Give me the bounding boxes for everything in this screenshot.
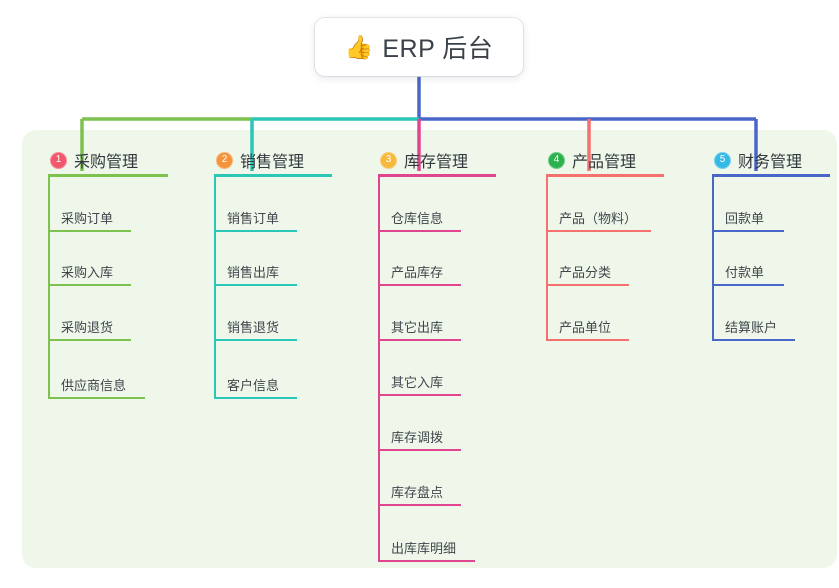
module-item-label: 结算账户 bbox=[725, 320, 778, 335]
module-item[interactable]: 回款单 bbox=[694, 208, 784, 232]
module-item-underline bbox=[378, 394, 461, 396]
module-item[interactable]: 采购退货 bbox=[30, 317, 131, 341]
module-item-underline bbox=[712, 230, 784, 232]
module-header-3[interactable]: 3 库存管理 bbox=[360, 148, 468, 172]
module-item-underline bbox=[712, 284, 784, 286]
module-item[interactable]: 产品库存 bbox=[360, 262, 461, 286]
module-underline bbox=[214, 174, 332, 177]
module-item[interactable]: 结算账户 bbox=[694, 317, 795, 341]
module-item-underline bbox=[712, 339, 795, 341]
module-item-label: 其它入库 bbox=[391, 375, 444, 390]
module-item-underline bbox=[546, 284, 629, 286]
module-item[interactable]: 采购入库 bbox=[30, 262, 131, 286]
module-item-label: 供应商信息 bbox=[61, 378, 127, 393]
module-item[interactable]: 销售出库 bbox=[196, 262, 297, 286]
module-item[interactable]: 库存盘点 bbox=[360, 482, 461, 506]
module-spine bbox=[712, 174, 714, 339]
root-node[interactable]: 👍 ERP 后台 bbox=[315, 18, 523, 76]
module-item-underline bbox=[378, 230, 461, 232]
module-spine bbox=[378, 174, 380, 560]
module-item-underline bbox=[378, 449, 461, 451]
module-underline bbox=[546, 174, 664, 177]
module-underline bbox=[712, 174, 830, 177]
module-item[interactable]: 其它出库 bbox=[360, 317, 461, 341]
module-item[interactable]: 出库库明细 bbox=[360, 538, 475, 562]
root-node-content: 👍 ERP 后台 bbox=[345, 29, 494, 65]
module-item[interactable]: 其它入库 bbox=[360, 372, 461, 396]
module-item[interactable]: 付款单 bbox=[694, 262, 784, 286]
module-item[interactable]: 产品分类 bbox=[528, 262, 629, 286]
module-item-label: 产品单位 bbox=[559, 320, 612, 335]
module-underline bbox=[378, 174, 496, 177]
module-title: 采购管理 bbox=[74, 154, 139, 171]
module-title: 产品管理 bbox=[572, 154, 637, 171]
module-item[interactable]: 销售订单 bbox=[196, 208, 297, 232]
module-header-2[interactable]: 2 销售管理 bbox=[196, 148, 304, 172]
module-item-label: 库存调拨 bbox=[391, 430, 444, 445]
module-item[interactable]: 销售退货 bbox=[196, 317, 297, 341]
module-spine bbox=[546, 174, 548, 339]
module-item[interactable]: 仓库信息 bbox=[360, 208, 461, 232]
module-item-underline bbox=[546, 230, 651, 232]
root-title: ERP 后台 bbox=[382, 35, 494, 63]
module-item-label: 客户信息 bbox=[227, 378, 280, 393]
module-item[interactable]: 客户信息 bbox=[196, 375, 297, 399]
module-item-label: 出库库明细 bbox=[391, 541, 457, 556]
module-underline bbox=[48, 174, 168, 177]
module-item[interactable]: 产品单位 bbox=[528, 317, 629, 341]
module-item-underline bbox=[214, 339, 297, 341]
module-number-badge: 4 bbox=[548, 151, 565, 169]
module-item-underline bbox=[48, 284, 131, 286]
module-item-label: 付款单 bbox=[725, 265, 765, 280]
module-item-underline bbox=[48, 230, 131, 232]
module-item-label: 销售订单 bbox=[227, 211, 280, 226]
module-item-label: 采购订单 bbox=[61, 211, 114, 226]
module-item-underline bbox=[378, 339, 461, 341]
module-item[interactable]: 产品（物料） bbox=[528, 208, 651, 232]
module-item-underline bbox=[48, 397, 145, 399]
module-number-badge: 2 bbox=[216, 151, 233, 169]
module-item-label: 其它出库 bbox=[391, 320, 444, 335]
module-item-label: 产品（物料） bbox=[559, 211, 638, 226]
module-item-label: 库存盘点 bbox=[391, 485, 444, 500]
module-number-badge: 3 bbox=[380, 151, 397, 169]
module-item-label: 回款单 bbox=[725, 211, 765, 226]
module-item-label: 销售出库 bbox=[227, 265, 280, 280]
module-item-underline bbox=[378, 284, 461, 286]
module-item-underline bbox=[214, 230, 297, 232]
module-title: 库存管理 bbox=[404, 154, 469, 171]
module-item-underline bbox=[378, 504, 461, 506]
module-header-4[interactable]: 4 产品管理 bbox=[528, 148, 636, 172]
module-item-label: 仓库信息 bbox=[391, 211, 444, 226]
module-title: 销售管理 bbox=[240, 154, 305, 171]
module-number-badge: 5 bbox=[714, 151, 731, 169]
module-item-underline bbox=[214, 397, 297, 399]
module-item-underline bbox=[378, 560, 475, 562]
module-item-underline bbox=[214, 284, 297, 286]
module-item[interactable]: 采购订单 bbox=[30, 208, 131, 232]
module-item-label: 销售退货 bbox=[227, 320, 280, 335]
module-item-label: 产品分类 bbox=[559, 265, 612, 280]
module-item-label: 产品库存 bbox=[391, 265, 444, 280]
module-item-underline bbox=[546, 339, 629, 341]
module-item-underline bbox=[48, 339, 131, 341]
module-number-badge: 1 bbox=[50, 151, 67, 169]
thumbs-up-icon: 👍 bbox=[344, 33, 374, 60]
module-item-label: 采购退货 bbox=[61, 320, 114, 335]
module-title: 财务管理 bbox=[738, 154, 803, 171]
module-header-1[interactable]: 1 采购管理 bbox=[30, 148, 138, 172]
module-item[interactable]: 库存调拨 bbox=[360, 427, 461, 451]
module-item[interactable]: 供应商信息 bbox=[30, 375, 145, 399]
modules-panel bbox=[22, 130, 837, 568]
module-header-5[interactable]: 5 财务管理 bbox=[694, 148, 802, 172]
module-item-label: 采购入库 bbox=[61, 265, 114, 280]
